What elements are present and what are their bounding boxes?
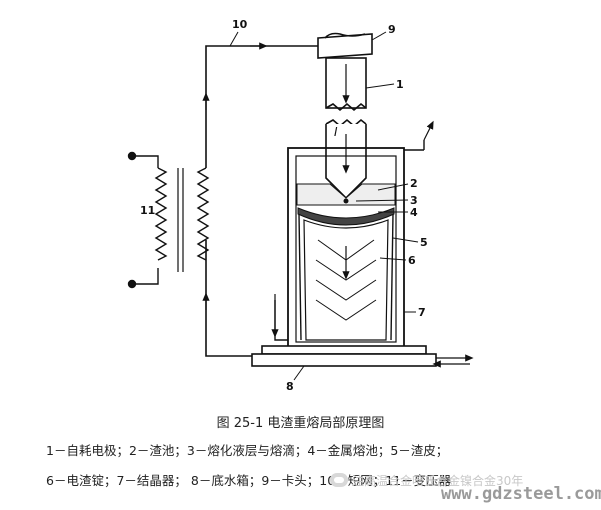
metal-pool <box>297 207 395 226</box>
label-7: 7 <box>418 306 426 319</box>
label-5: 5 <box>420 236 428 249</box>
watermark-url: www.gdzsteel.com <box>441 484 601 504</box>
transformer <box>127 151 210 289</box>
wechat-icon <box>330 473 348 487</box>
label-11: 11 <box>140 204 155 217</box>
watermark-text: 注高温合金哈氏合金镍合金30年 <box>352 474 524 488</box>
label-10: 10 <box>232 18 248 31</box>
bottom-water-box <box>251 345 474 368</box>
current-label: I <box>334 125 338 139</box>
slag-skin <box>298 213 394 341</box>
label-1: 1 <box>396 78 404 91</box>
label-4: 4 <box>410 206 418 219</box>
label-6: 6 <box>408 254 416 267</box>
figure-caption: 图 25-1 电渣重熔局部原理图 <box>216 416 385 431</box>
label-9: 9 <box>388 23 396 36</box>
legend-line-2: 6－电渣锭；7－结晶器； 8－底水箱；9－卡头；10－短网；11－变压器 <box>46 473 452 488</box>
label-2: 2 <box>410 177 418 190</box>
esr-principle-diagram: 9 1 2 3 4 5 6 7 8 10 11 I <box>127 18 474 393</box>
short-net-wiring <box>202 42 318 357</box>
label-8: 8 <box>286 380 294 393</box>
esr-ingot <box>303 219 389 341</box>
slag-pool <box>296 183 396 206</box>
consumable-electrode <box>325 57 367 112</box>
legend-line-1: 1－自耗电极；2－渣池；3－熔化液层与熔滴；4－金属熔池；5－渣皮； <box>46 443 449 458</box>
label-3: 3 <box>410 194 418 207</box>
leader-lines <box>229 31 419 381</box>
clamp-head <box>317 32 373 59</box>
